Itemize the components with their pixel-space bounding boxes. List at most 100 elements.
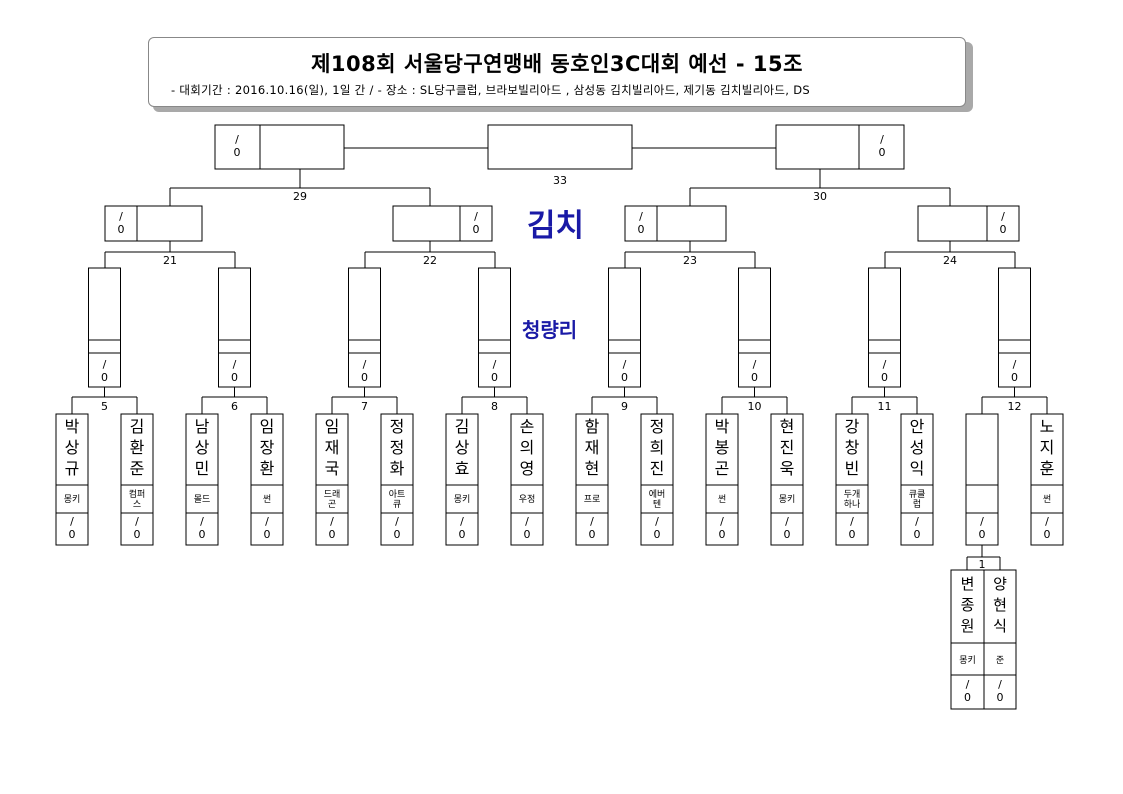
player-card-12 [770,413,804,546]
prelim-match-number: 1 [979,558,986,571]
char: 노 [1040,417,1055,436]
player-card-12-score-slash: / [785,515,789,528]
prelim-player-2-score-slash: / [998,678,1002,691]
player-card-5-club-line2: 곤 [328,499,336,510]
round3-box-score-value: 0 [638,223,645,236]
player-card-1-name: 박상규 [65,417,80,478]
player-card-13-club-line2: 하나 [844,499,861,510]
char: 재 [585,438,600,457]
player-card-16-score-slash: / [1045,515,1049,528]
player-card-8-club: 우정 [519,494,536,505]
prelim-player-2-club: 준 [996,655,1004,666]
char: 환 [130,438,145,457]
player-card-9 [575,413,609,546]
prelim-player-2-score-value: 0 [997,691,1004,704]
round3-box-score-slash: / [639,210,643,223]
char: 상 [455,438,470,457]
player-card-9-score-value: 0 [589,528,596,541]
player-card-16-score-value: 0 [1044,528,1051,541]
player-card-6-score-slash: / [395,515,399,528]
round2-box-score-value: 0 [1011,371,1018,384]
char: 김 [130,417,145,436]
char: 변 [961,575,975,593]
char: 진 [780,438,795,457]
char: 손 [520,417,535,436]
match-number: 9 [621,400,628,413]
player-card-9-club: 프로 [584,495,601,505]
player-card-2-score-value: 0 [134,528,141,541]
player-card-14-score-slash: / [915,515,919,528]
char: 박 [715,417,730,436]
round2-box-2 [218,267,251,388]
player-card-8-name: 손의영 [520,417,535,478]
match-number: 22 [423,254,437,267]
player-card-10-score-value: 0 [654,528,661,541]
player-card-6-club-line1: 아트 [389,489,406,500]
round3-box-score-slash: / [474,210,478,223]
char: 봉 [715,438,730,457]
round2-box-score-slash: / [493,358,497,371]
char: 효 [455,459,470,478]
semifinal-box-2 [775,124,905,170]
venue-label-kimchi: 김치 [527,208,585,244]
player-card-16-name: 노지훈 [1040,417,1055,478]
player-card-10-score-slash: / [655,515,659,528]
player-card-10 [640,413,674,546]
char: 희 [650,438,665,457]
round2-box-score-slash: / [233,358,237,371]
player-card-5-score-slash: / [330,515,334,528]
player-card-6-score-value: 0 [394,528,401,541]
char: 종 [961,596,975,614]
match-number: 7 [361,400,368,413]
match-number: 5 [101,400,108,413]
player-card-10-name: 정희진 [650,417,665,478]
prelim-player-2-name: 양현식 [993,575,1007,635]
player-card-13-name: 강창빈 [845,417,860,478]
semifinal-box-score-value: 0 [879,146,886,159]
char: 지 [1040,438,1055,457]
char: 상 [65,438,80,457]
prelim-player-1-score-value: 0 [964,691,971,704]
round2-box-score-slash: / [883,358,887,371]
final-box [487,124,633,170]
semifinal-box-score-slash: / [235,133,239,146]
player-card-4-club: 썬 [263,494,271,505]
char: 화 [390,459,405,478]
char: 임 [325,417,340,436]
player-card-7-score-value: 0 [459,528,466,541]
player-card-1-score-value: 0 [69,528,76,541]
char: 원 [961,617,975,635]
player-card-5-name: 임재국 [325,417,340,478]
char: 현 [585,459,600,478]
player-card-14-name: 안성익 [910,417,925,478]
round2-box-score-slash: / [103,358,107,371]
player-card-3-name: 남상민 [195,417,210,478]
round2-box-5 [608,267,641,388]
player-card-4-name: 임장환 [260,417,275,478]
round3-box-2 [392,205,493,242]
round2-box-score-value: 0 [751,371,758,384]
player-card-6-club-line2: 큐 [393,499,401,510]
page-subtitle: - 대회기간 : 2016.10.16(일), 1일 간 / - 장소 : SL… [171,83,810,97]
player-card-11-name: 박봉곤 [715,417,730,478]
player-card-6 [380,413,414,546]
round3-box-score-value: 0 [1000,223,1007,236]
char: 진 [650,459,665,478]
round3-box-1 [104,205,203,242]
semifinal-box-1 [214,124,345,170]
char: 남 [195,417,210,436]
round2-box-score-value: 0 [881,371,888,384]
player-card-12-name: 현진욱 [780,417,795,478]
round2-box-3 [348,267,381,388]
player-card-2-club-line1: 컴퍼 [129,488,146,500]
char: 빈 [845,459,860,478]
semifinal-box-score-value: 0 [234,146,241,159]
match-number: 11 [878,400,892,413]
round2-box-score-value: 0 [101,371,108,384]
player-card-13-club-line1: 두개 [844,489,861,500]
player-card-7-name: 김상효 [455,417,470,478]
char: 상 [195,438,210,457]
char: 식 [993,617,1007,635]
char: 곤 [715,459,730,478]
round2-box-score-slash: / [753,358,757,371]
